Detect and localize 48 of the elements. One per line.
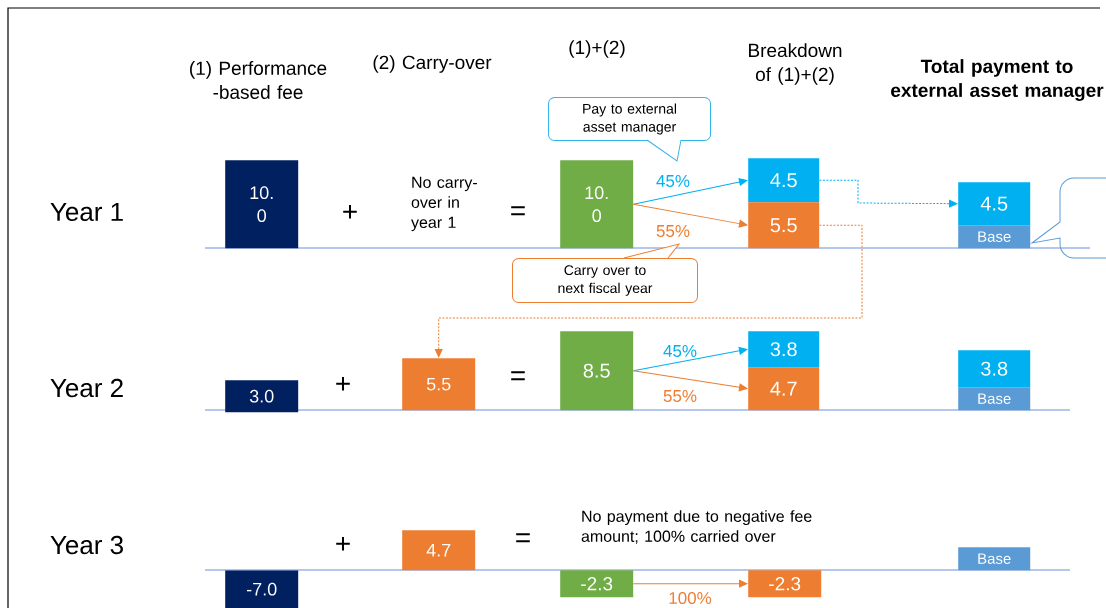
edge-label: 45% bbox=[662, 344, 698, 358]
equals-sign: = bbox=[516, 533, 530, 543]
base-bar: Base bbox=[958, 547, 1031, 571]
arrow bbox=[632, 579, 748, 588]
speech-bubble: Pay to external asset manager bbox=[548, 97, 711, 162]
arrow bbox=[632, 178, 748, 205]
value-bar: -2.3 bbox=[748, 570, 822, 598]
year-label: Year 3 bbox=[50, 535, 123, 555]
column-heading: Total payment to external asset manager bbox=[891, 59, 1104, 101]
value-bar: -7.0 bbox=[225, 570, 299, 608]
edge-label: 55% bbox=[662, 389, 698, 403]
year-label: Year 1 bbox=[50, 202, 123, 222]
speech-bubble bbox=[1031, 177, 1106, 259]
base-bar: Base bbox=[958, 387, 1031, 411]
value-bar: 4.5 bbox=[748, 158, 820, 203]
plus-sign: + bbox=[336, 376, 350, 391]
base-bar: Base bbox=[958, 225, 1031, 249]
value-bar: -2.3 bbox=[560, 570, 634, 598]
arrow bbox=[434, 224, 863, 358]
column-heading: (2) Carry-over bbox=[373, 55, 492, 73]
arrow bbox=[818, 179, 958, 208]
value-bar: 4.7 bbox=[748, 367, 820, 411]
column-heading: (1) Performance -based fee bbox=[190, 61, 327, 99]
arrow bbox=[632, 203, 748, 228]
edge-label: 55% bbox=[655, 224, 691, 238]
equals-sign: = bbox=[511, 371, 525, 381]
value-bar: 10. 0 bbox=[225, 160, 299, 249]
value-bar: 8.5 bbox=[560, 331, 634, 411]
value-bar: 3.8 bbox=[958, 350, 1031, 388]
arrow bbox=[632, 370, 748, 392]
value-bar: 3.0 bbox=[225, 380, 299, 413]
edge-label: 100% bbox=[667, 591, 713, 605]
note-text: No payment due to negative fee amount; 100% carried over bbox=[581, 510, 812, 544]
equals-sign: = bbox=[511, 206, 525, 216]
note-text: No carry- over in year 1 bbox=[411, 176, 477, 232]
edge-label: 45% bbox=[655, 174, 691, 188]
speech-bubble: Carry over to next fiscal year bbox=[512, 243, 698, 303]
value-bar: 4.5 bbox=[958, 182, 1031, 226]
value-bar: 5.5 bbox=[748, 202, 820, 249]
column-heading: Breakdown of (1)+(2) bbox=[749, 43, 842, 85]
year-label: Year 2 bbox=[50, 378, 123, 398]
column-heading: (1)+(2) bbox=[569, 40, 625, 58]
value-bar: 3.8 bbox=[748, 331, 820, 368]
plus-sign: + bbox=[336, 536, 350, 551]
plus-sign: + bbox=[343, 204, 357, 219]
value-bar: 4.7 bbox=[402, 530, 476, 571]
value-bar: 5.5 bbox=[402, 358, 476, 411]
value-bar: 10. 0 bbox=[560, 160, 634, 249]
